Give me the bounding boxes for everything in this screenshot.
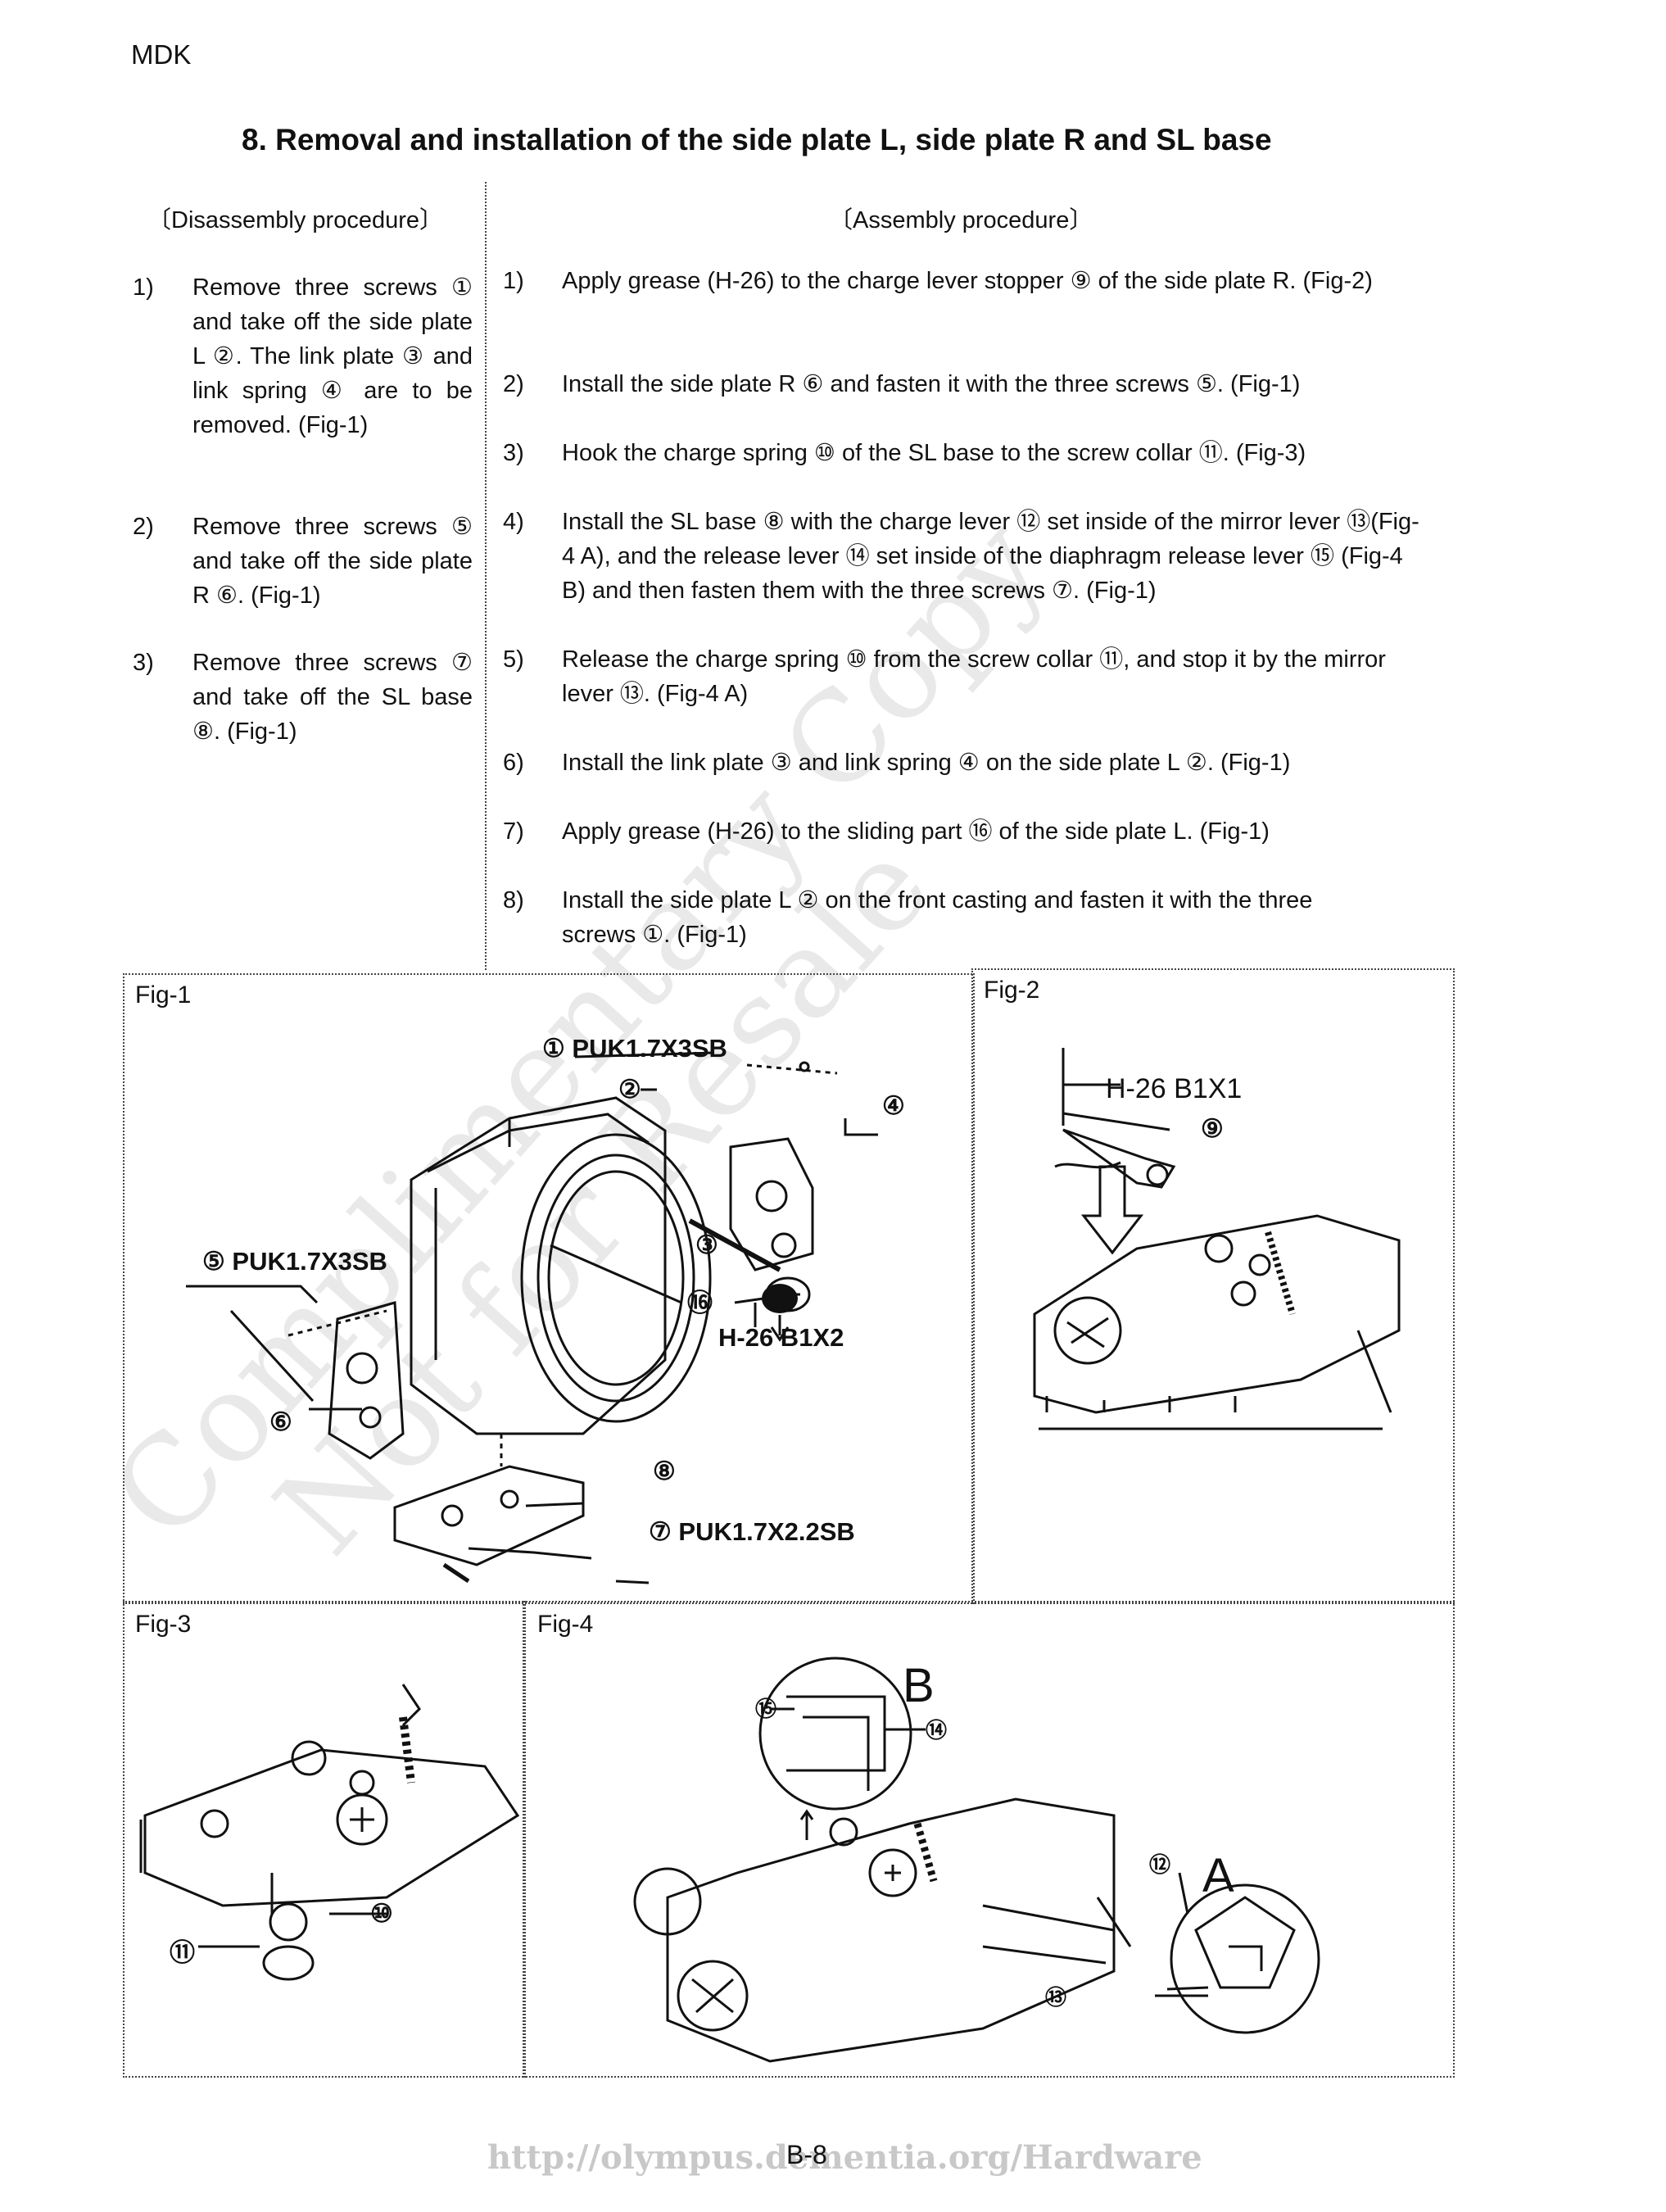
callout-16: ⑯	[687, 1289, 713, 1317]
callout-14: ⑭	[926, 1718, 948, 1743]
step-number: 3)	[503, 440, 524, 466]
sl-base	[393, 1465, 585, 1566]
callout-4: ④	[882, 1091, 905, 1120]
page-number: B-8	[786, 2140, 827, 2169]
step-number: 1)	[503, 268, 524, 294]
step-number: 3)	[133, 650, 154, 676]
assembly-step-3: 3) Hook the charge spring ⑩ of the SL ba…	[503, 436, 1428, 473]
step-text: Install the SL base ⑧ with the charge le…	[562, 509, 1419, 604]
step-text: Install the side plate L ② on the front …	[562, 887, 1313, 948]
step-number: 6)	[503, 750, 524, 776]
figure-3-drawing	[139, 1684, 520, 1981]
assembly-heading: 〔Assembly procedure〕	[829, 207, 1093, 233]
callout-screw-1: ① PUK1.7X3SB	[542, 1034, 727, 1063]
step-number: 7)	[503, 818, 524, 845]
detail-a-letter: A	[1202, 1849, 1234, 1902]
figure-1: Fig-1	[123, 973, 975, 1604]
step-number: 4)	[503, 509, 524, 535]
figure-4-drawing	[633, 1657, 1320, 2063]
callout-grease: H-26 B1X2	[718, 1323, 844, 1352]
assembly-step-2: 2) Install the side plate R ⑥ and fasten…	[503, 367, 1428, 404]
side-plate-l-part	[729, 1137, 814, 1271]
disassembly-step-1: 1) Remove three screws ① and take off th…	[133, 270, 477, 438]
figure-3-label: Fig-3	[135, 1611, 192, 1638]
figure-4: Fig-4 B	[523, 1601, 1455, 2078]
step-text: Install the side plate R ⑥ and fasten it…	[562, 371, 1301, 397]
side-plate-r	[328, 1301, 405, 1460]
step-text: Hook the charge spring ⑩ of the SL base …	[562, 440, 1306, 466]
figure-2: Fig-2 H-26 B1X1 ⑨	[971, 968, 1455, 1604]
callout-screw-7: ⑦ PUK1.7X2.2SB	[649, 1517, 855, 1546]
step-text: Install the link plate ③ and link spring…	[562, 750, 1291, 776]
figure-4-label: Fig-4	[537, 1611, 594, 1638]
step-text: Remove three screws ① and take off the s…	[192, 274, 473, 438]
column-divider	[485, 182, 487, 970]
callout-12: ⑫	[1149, 1852, 1171, 1877]
sl-base-plate	[143, 1748, 520, 1907]
grease-part-16	[762, 1284, 798, 1313]
callout-6: ⑥	[269, 1407, 292, 1436]
document-code: MDK	[131, 39, 192, 70]
step-text: Apply grease (H-26) to the sliding part …	[562, 818, 1270, 845]
callout-screw-5: ⑤ PUK1.7X3SB	[202, 1247, 387, 1276]
callout-13: ⑬	[1045, 1985, 1067, 2010]
detail-b-letter: B	[903, 1659, 935, 1712]
assembly-step-6: 6) Install the link plate ③ and link spr…	[503, 746, 1428, 782]
step-number: 1)	[133, 274, 154, 301]
detail-a-circle	[1170, 1883, 1320, 2034]
callout-2: ②	[618, 1075, 641, 1104]
section-title: 8. Removal and installation of the side …	[242, 123, 1272, 156]
step-text: Release the charge spring ⑩ from the scr…	[562, 646, 1386, 707]
disassembly-heading: 〔Disassembly procedure〕	[147, 207, 444, 233]
assembly-step-5: 5) Release the charge spring ⑩ from the …	[503, 642, 1428, 716]
step-number: 5)	[503, 646, 524, 673]
detail-b-circle	[758, 1657, 912, 1811]
disassembly-step-2: 2) Remove three screws ⑤ and take off th…	[133, 510, 477, 616]
callout-9: ⑨	[1201, 1114, 1224, 1143]
figure-1-label: Fig-1	[135, 981, 192, 1009]
step-text: Remove three screws ⑦ and take off the S…	[192, 650, 473, 745]
lens-mount-ring	[520, 1133, 712, 1423]
assembly-step-8: 8) Install the side plate L ② on the fro…	[503, 883, 1428, 957]
callout-15: ⑮	[755, 1697, 777, 1721]
assembly-step-7: 7) Apply grease (H-26) to the sliding pa…	[503, 814, 1428, 851]
step-number: 8)	[503, 887, 524, 913]
step-number: 2)	[503, 371, 524, 397]
front-casting-body	[410, 1096, 667, 1435]
figure-1-drawing	[186, 1051, 878, 1584]
callout-10: ⑩	[370, 1899, 393, 1928]
figure-3: Fig-3 ⑩ ⑪	[123, 1601, 526, 2078]
down-arrow-icon	[1080, 1165, 1144, 1255]
callout-3: ③	[695, 1231, 718, 1259]
step-text: Apply grease (H-26) to the charge lever …	[562, 268, 1373, 294]
disassembly-step-3: 3) Remove three screws ⑦ and take off th…	[133, 646, 477, 752]
callout-11: ⑪	[170, 1938, 195, 1967]
step-text: Remove three screws ⑤ and take off the s…	[192, 514, 473, 609]
assembly-step-4: 4) Install the SL base ⑧ with the charge…	[503, 505, 1428, 611]
step-number: 2)	[133, 514, 154, 540]
footer-url: http://olympus.dementia.org/Hardware	[487, 2138, 1202, 2177]
figure-2-label: Fig-2	[984, 977, 1040, 1004]
grease-label: H-26 B1X1	[1106, 1073, 1243, 1104]
assembly-step-1: 1) Apply grease (H-26) to the charge lev…	[503, 264, 1428, 338]
callout-8: ⑧	[653, 1457, 676, 1485]
figure-2-drawing	[1033, 1048, 1401, 1430]
